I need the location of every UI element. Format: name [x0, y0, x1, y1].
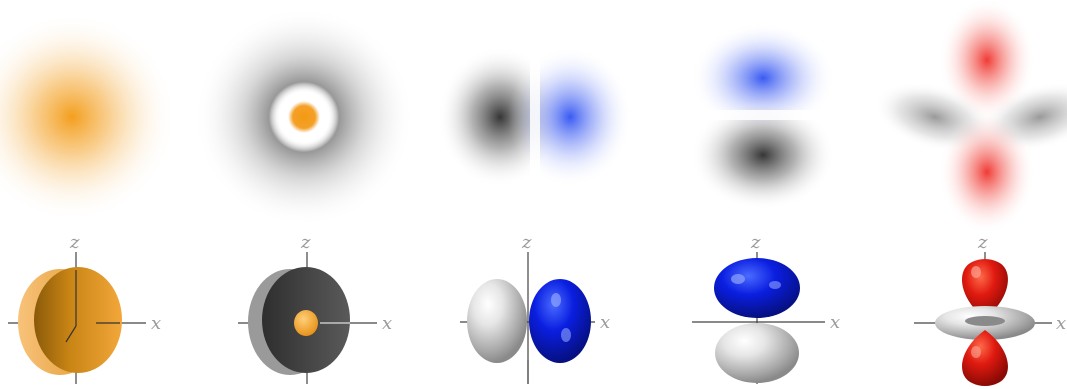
orange-core [294, 310, 318, 336]
z-axis-label: z [977, 232, 988, 253]
gray-density-lobe [691, 100, 835, 210]
red-lobe-bottom [962, 330, 1008, 386]
x-axis-label: x [1056, 313, 1066, 334]
red-lobe-highlight [971, 346, 981, 358]
orange-density-cloud [0, 12, 177, 222]
x-axis-label: x [600, 312, 610, 333]
x-axis-label: x [382, 313, 392, 334]
blue-density-lobe [508, 47, 632, 187]
x-axis-label: x [151, 313, 161, 334]
isosurface-panel-3: z x [460, 232, 610, 384]
red-lobe-highlight [971, 266, 981, 278]
blue-density-lobe [691, 23, 835, 133]
density-panel-5 [874, 0, 1067, 234]
isosurface-panel-1: z x [8, 232, 161, 384]
z-axis-label: z [69, 232, 80, 253]
gray-lobe [467, 279, 527, 363]
density-panel-2 [194, 7, 414, 227]
blue-lobe-highlight [561, 328, 571, 342]
blue-lobe-highlight [769, 281, 781, 289]
isosurface-panel-4: z x [692, 232, 840, 384]
red-density-lobe-bottom [939, 110, 1035, 234]
z-axis-label: z [750, 232, 761, 253]
x-axis-label: x [830, 312, 840, 333]
blue-lobe [529, 279, 591, 363]
density-panel-4 [680, 23, 850, 210]
red-density-lobe-top [939, 0, 1035, 122]
blue-lobe-highlight [731, 274, 745, 284]
nodal-plane-gap [680, 110, 850, 120]
blue-lobe [714, 258, 800, 318]
nodal-plane-gap [530, 20, 540, 220]
density-panel-1 [0, 12, 177, 222]
isosurface-panel-2: z x [238, 232, 392, 384]
orange-disc-face [34, 267, 122, 373]
gray-lobe [715, 323, 799, 383]
blue-lobe-highlight [551, 293, 561, 307]
orange-density-core [288, 101, 320, 133]
z-axis-label: z [300, 232, 311, 253]
isosurface-panel-5: z x [914, 232, 1066, 386]
density-panel-3 [438, 20, 632, 220]
z-axis-label: z [521, 232, 532, 253]
gray-torus-hole [965, 316, 1005, 326]
axis-diagonal [65, 325, 77, 343]
